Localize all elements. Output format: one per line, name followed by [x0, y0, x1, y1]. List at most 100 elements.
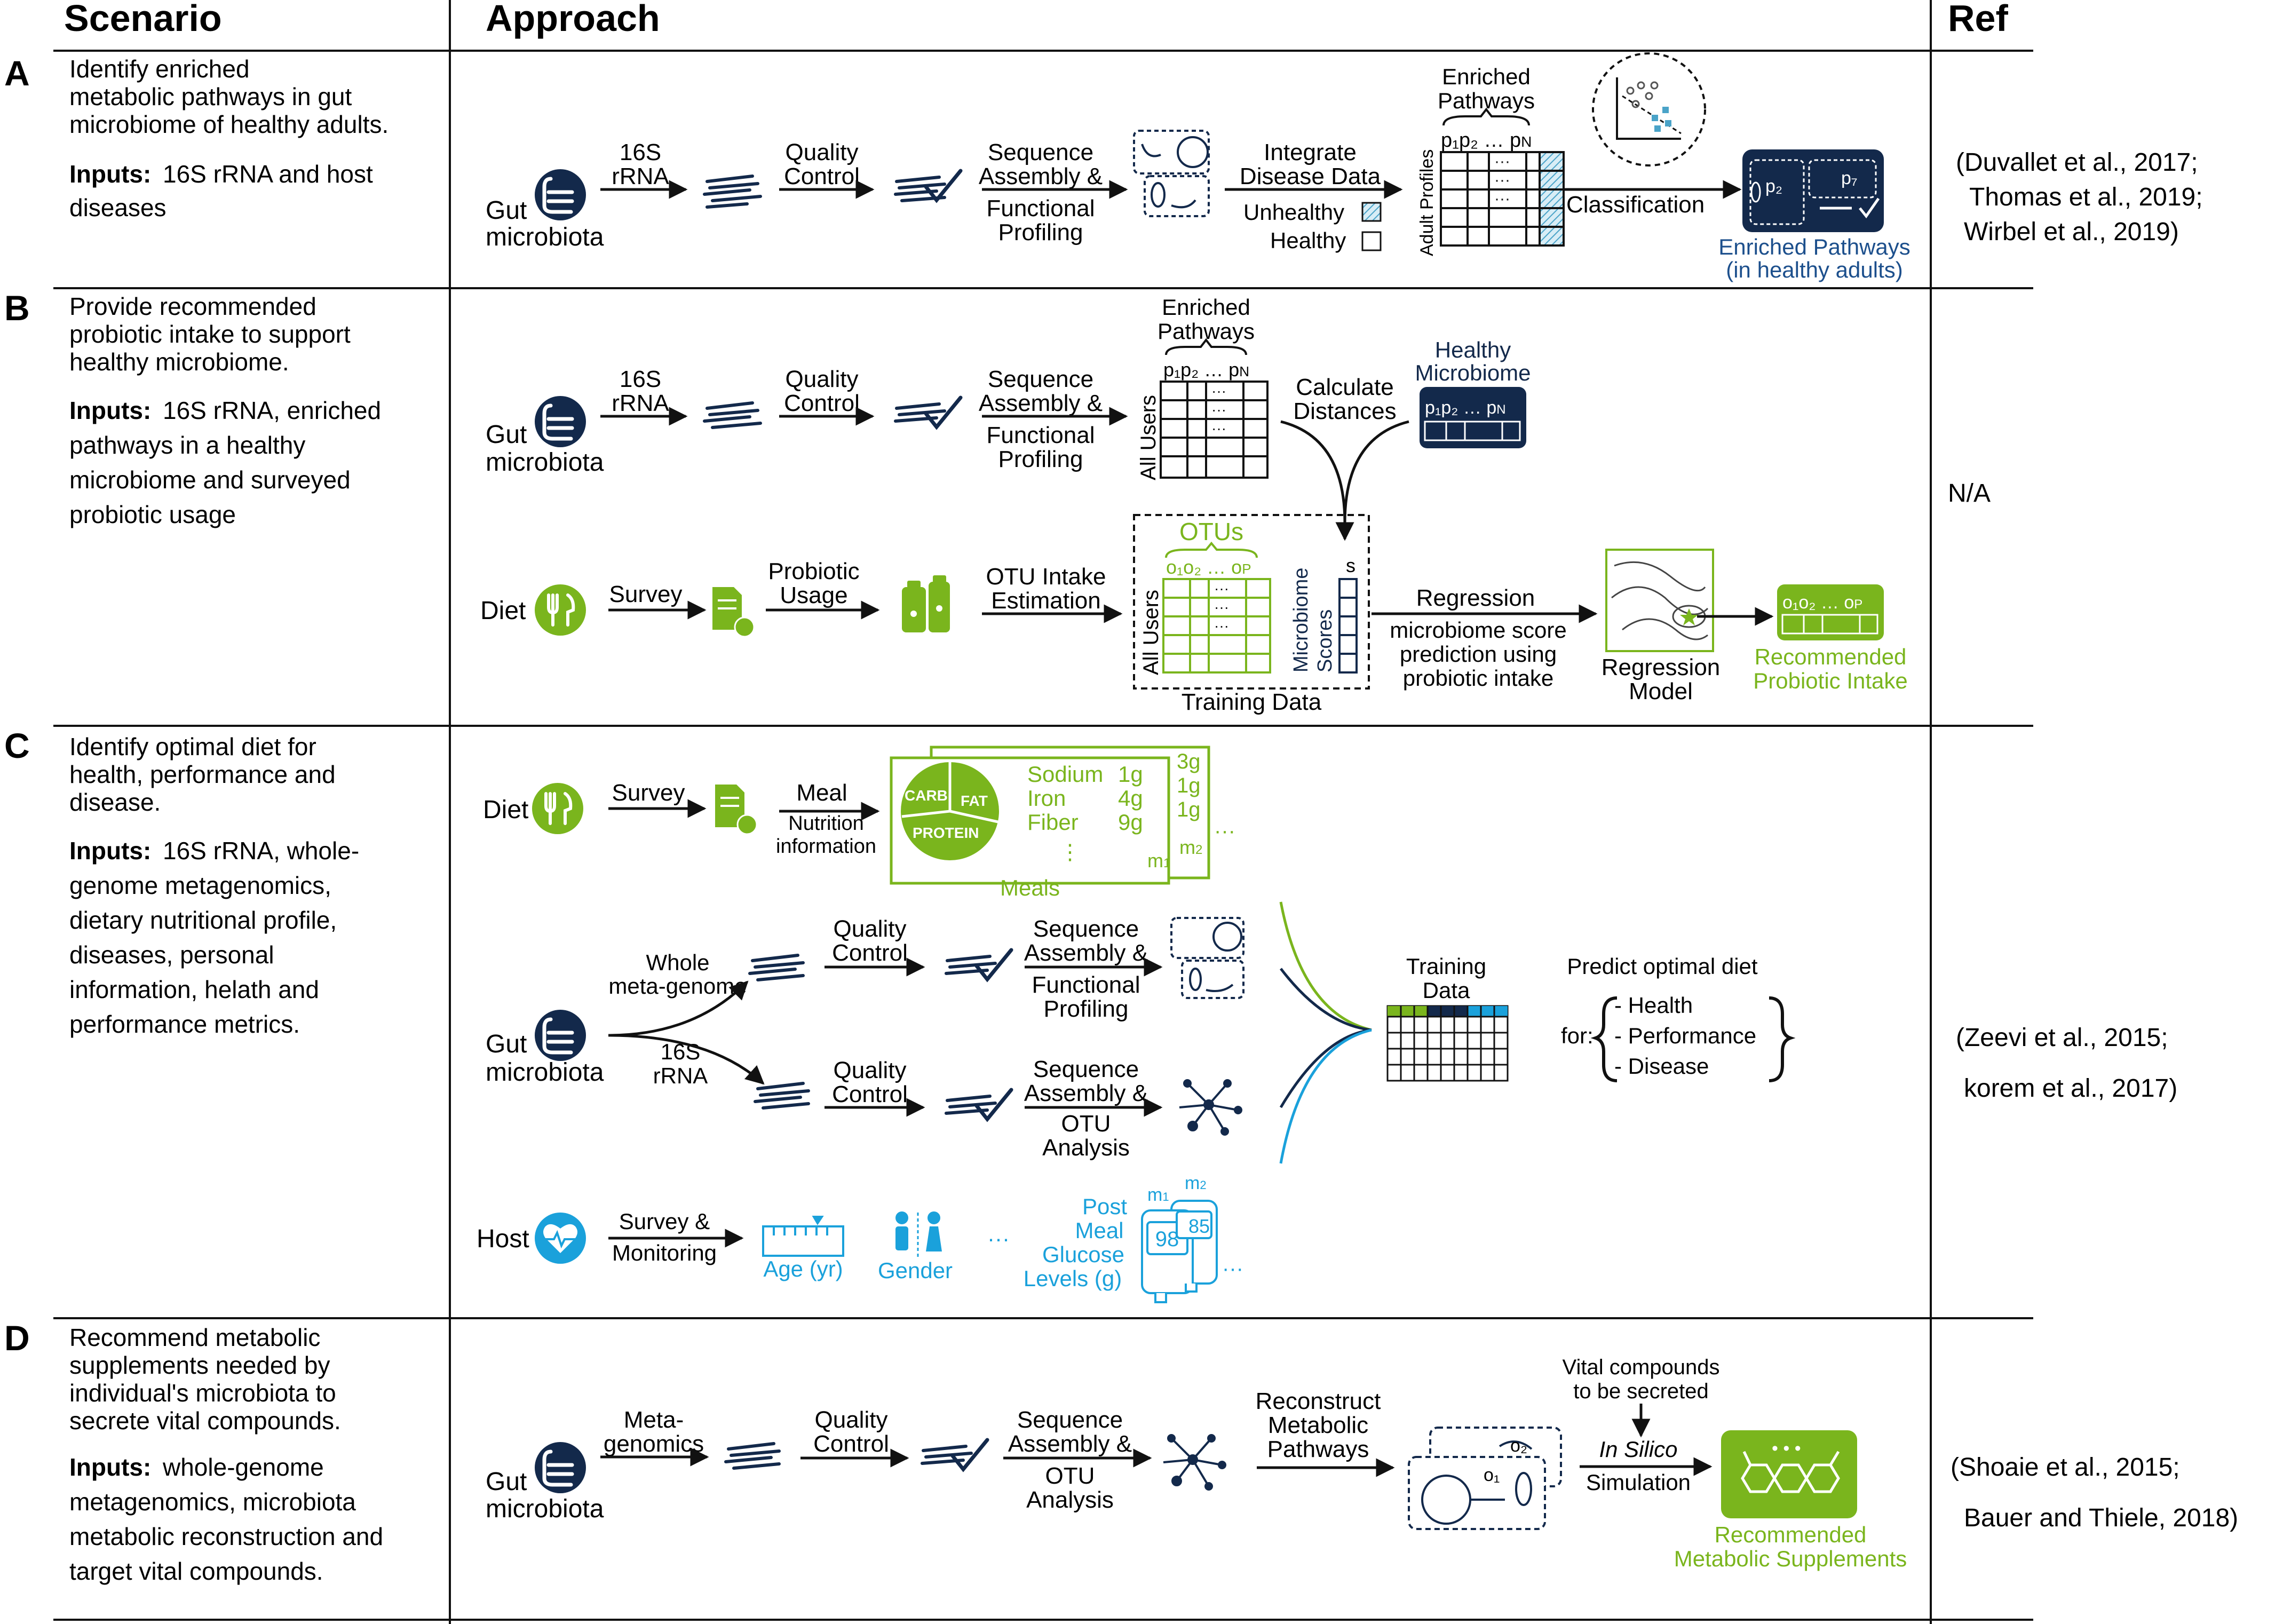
inputs-label: Inputs: [69, 397, 151, 424]
gut-icon [535, 1442, 586, 1493]
inputs-label: Inputs: [69, 1453, 151, 1481]
healthy-swatch [1361, 231, 1382, 251]
survey-document-icon [715, 785, 758, 835]
meter-m2-label: m2 [1185, 1173, 1207, 1193]
probiotic-label: Usage [780, 582, 847, 608]
brace [1165, 338, 1247, 355]
gut-icon [535, 169, 586, 220]
table-title: Enriched [1442, 64, 1531, 89]
regression-model-icon [1605, 549, 1714, 652]
step-label: Profiling [998, 446, 1083, 472]
more-host-ellipsis: ··· [987, 1226, 1010, 1251]
scenario-line: metabolic pathways in gut [69, 83, 352, 110]
step-label: Disease Data [1240, 163, 1381, 189]
training-data-box [1133, 514, 1370, 690]
svg-text:• • •: • • • [1772, 1438, 1801, 1459]
svg-text:···: ··· [1211, 420, 1226, 437]
section-b: B Provide recommended probiotic intake t… [4, 288, 1991, 715]
nutrient-value: 1g [1118, 762, 1143, 787]
scores-label: Scores [1314, 609, 1336, 672]
step-label: genomics [604, 1431, 704, 1457]
step-label: Profiling [998, 219, 1083, 245]
scenario-line: Identify optimal diet for [69, 733, 316, 760]
classification-label: Classification [1566, 192, 1705, 218]
otu-table: ··· ··· ··· [1162, 578, 1271, 674]
glucose-label: Glucose [1042, 1242, 1124, 1267]
merge-arrow [1280, 420, 1409, 524]
probiotic-jars-icon [902, 575, 950, 632]
scenario-line: secrete vital compounds. [69, 1407, 341, 1435]
svg-text:p₂: p₂ [1765, 176, 1782, 196]
training-data-grid [1386, 1005, 1509, 1082]
monitor-label: Survey & [619, 1209, 710, 1234]
meter-reading: 98 [1155, 1227, 1179, 1251]
outcome-item: - Health [1614, 993, 1693, 1018]
svg-text:p₇: p₇ [1841, 168, 1858, 188]
scores-label: Microbiome [1290, 568, 1312, 672]
otu-estimation-label: Estimation [991, 588, 1100, 614]
source-label: Host [477, 1225, 529, 1253]
model-label: Regression [1602, 654, 1721, 680]
svg-text:···: ··· [1494, 153, 1510, 170]
nutrient-value: 9g [1118, 810, 1143, 835]
back-value: 3g [1177, 750, 1201, 773]
inputs-line: microbiome and surveyed [69, 466, 351, 494]
step-label: Quality [834, 916, 907, 942]
step-label: 16S [620, 139, 661, 165]
inputs-line: genome metagenomics, [69, 872, 331, 899]
reads-icon [703, 401, 762, 429]
regression-desc: microbiome score [1390, 617, 1566, 643]
outcome-item: - Disease [1614, 1053, 1709, 1079]
inputs-line: dietary nutritional profile, [69, 906, 337, 934]
step-label: Quality [815, 1407, 888, 1433]
brace [1442, 107, 1530, 126]
merge-curve-blue [1279, 1028, 1372, 1164]
step-label: Integrate [1264, 139, 1357, 165]
result-label: Recommended [1715, 1522, 1867, 1547]
ref-line: (Shoaie et al., 2015; [1951, 1453, 2180, 1482]
step-label: Quality [786, 139, 859, 165]
left-brace [1590, 996, 1618, 1082]
outcome-item: - Performance [1614, 1023, 1756, 1048]
svg-text:p₁p₂ … pN: p₁p₂ … pN [1425, 398, 1506, 418]
source-label: microbiota [486, 448, 604, 477]
svg-text:···: ··· [1214, 580, 1229, 597]
predict-label: Predict optimal diet [1567, 954, 1757, 979]
survey-document-icon [712, 587, 755, 638]
scenario-line: probiotic intake to support [69, 320, 351, 348]
glucose-label: Meal [1075, 1218, 1123, 1243]
inputs-label: Inputs: [69, 160, 151, 188]
meals-label: Meals [1000, 875, 1060, 900]
step-label: Assembly & [979, 390, 1103, 416]
step-label: Control [784, 163, 860, 189]
source-label: Gut [486, 421, 527, 449]
svg-text:···: ··· [1494, 190, 1510, 208]
inputs-line-first: 16S rRNA and host [163, 160, 373, 188]
otus-label: OTUs [1179, 518, 1243, 545]
regression-desc: probiotic intake [1403, 666, 1554, 691]
source-label: microbiota [486, 1058, 604, 1087]
right-brace [1769, 996, 1796, 1082]
meal-m2-label: m2 [1179, 836, 1202, 858]
filtered-reads-icon [894, 395, 963, 430]
step-label: rRNA [612, 390, 669, 416]
age-ruler-icon [762, 1216, 844, 1257]
classifier-icon [1592, 52, 1706, 167]
step-label: Functional [1032, 972, 1140, 998]
calc-label: Distances [1293, 398, 1396, 424]
otu-estimation-label: OTU Intake [986, 564, 1106, 590]
section-letter: C [4, 726, 30, 765]
age-label: Age (yr) [763, 1256, 843, 1281]
source-label: microbiota [486, 1495, 604, 1523]
filtered-reads-icon [921, 1438, 989, 1472]
section-d: D Recommend metabolic supplements needed… [4, 1318, 2238, 1585]
ref-line: Bauer and Thiele, 2018) [1964, 1504, 2238, 1532]
source-label: Gut [486, 196, 527, 225]
vital-label: Vital compounds [1563, 1356, 1720, 1379]
gut-icon [535, 396, 586, 447]
supplement-molecule-box: • • • [1721, 1430, 1857, 1518]
gender-icon [895, 1211, 942, 1259]
reconstruct-label: Pathways [1267, 1436, 1369, 1462]
table-title: Enriched [1162, 295, 1250, 320]
